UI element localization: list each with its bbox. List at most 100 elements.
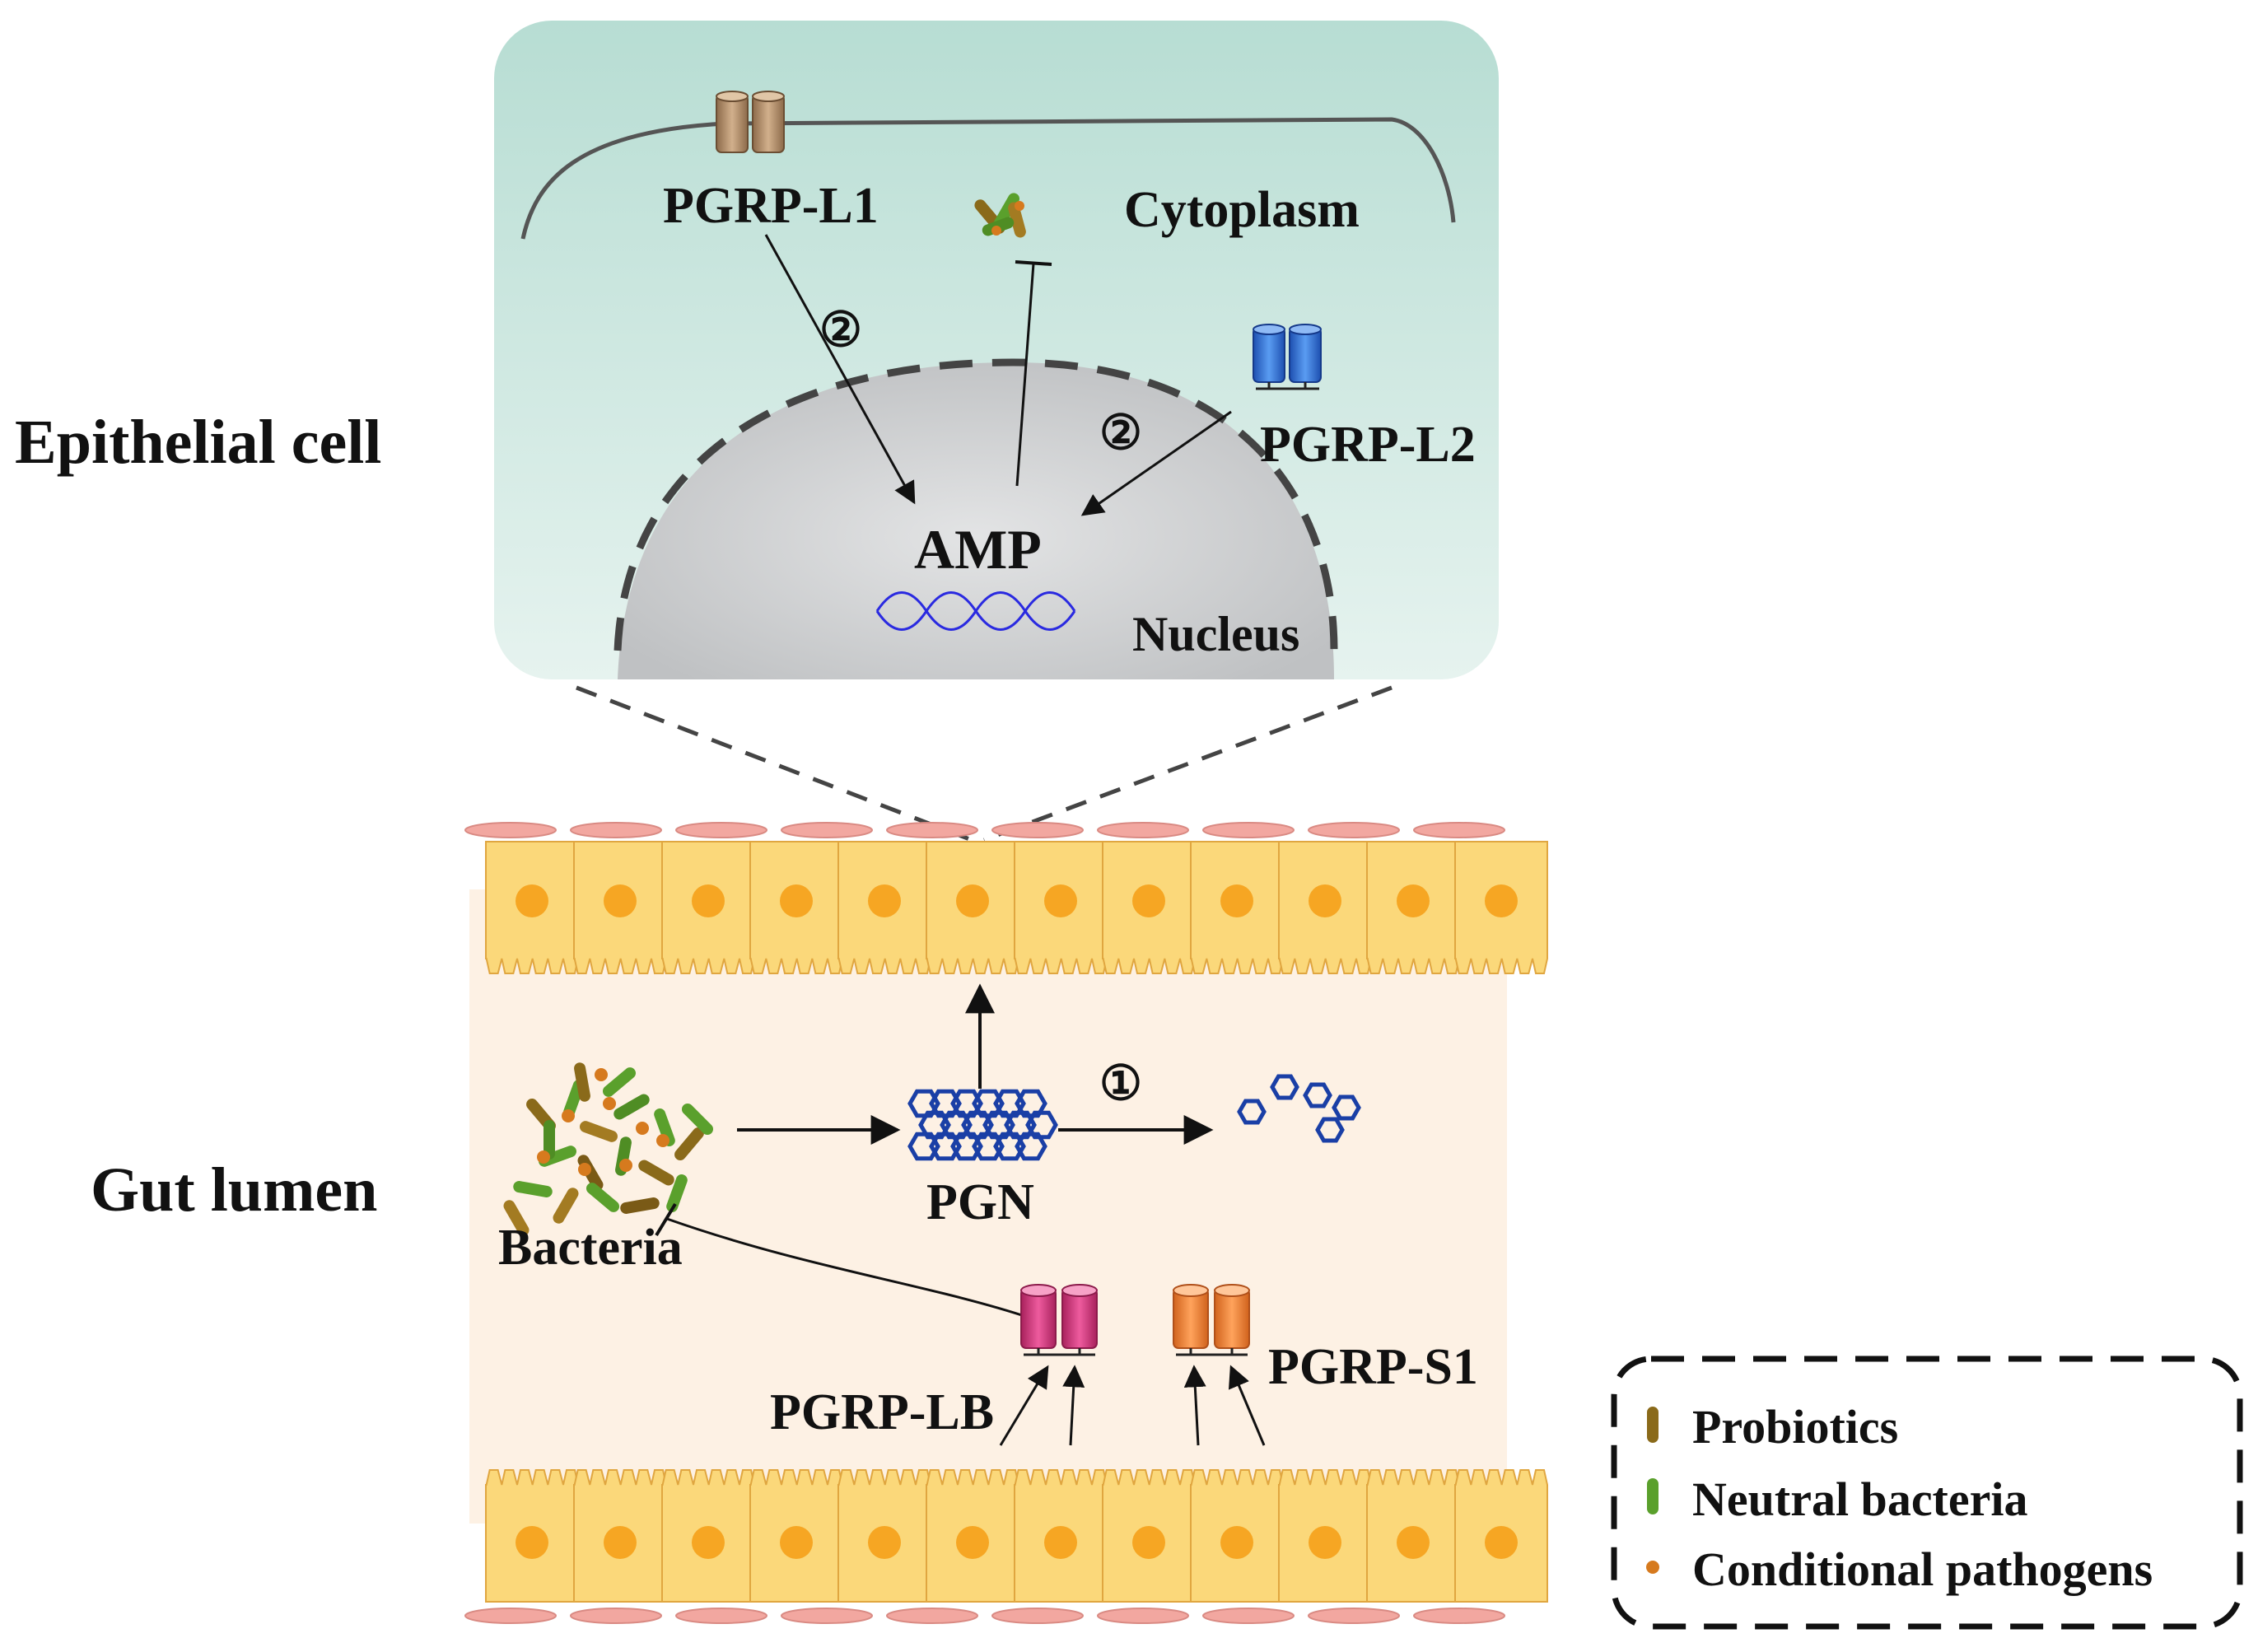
pgrp-lb-secretion-arrow-2 xyxy=(1062,1365,1085,1446)
probiotics-icon xyxy=(1647,1407,1659,1443)
cell-nucleus xyxy=(868,1526,901,1559)
cell-nucleus xyxy=(516,884,548,917)
cell-nucleus xyxy=(1485,1526,1518,1559)
cell-nucleus xyxy=(1485,884,1518,917)
basement-cell xyxy=(886,1608,978,1624)
pathogen xyxy=(537,1150,550,1164)
cell-nucleus xyxy=(956,1526,989,1559)
pgn-hexagon xyxy=(993,1132,1026,1161)
cell-nucleus xyxy=(868,884,901,917)
basement-cell xyxy=(570,822,662,838)
pgrp-lb-inhibition-line xyxy=(666,1217,1030,1319)
pgn-hexagon xyxy=(907,1089,940,1118)
pgn-hexagon xyxy=(929,1089,962,1118)
pgn-hexagon xyxy=(1025,1110,1058,1140)
basement-cell xyxy=(991,1608,1084,1624)
bacterium xyxy=(580,1121,618,1142)
nucleus-label: Nucleus xyxy=(1132,607,1299,661)
cell-nucleus xyxy=(1132,884,1165,917)
pgn-hexagon xyxy=(918,1110,951,1140)
bacterium xyxy=(620,1197,660,1214)
pathogen xyxy=(595,1068,608,1081)
pgn-fragment xyxy=(1270,1074,1299,1100)
bacterium xyxy=(666,1174,688,1212)
gut-lumen-label: Gut lumen xyxy=(91,1155,377,1225)
basement-cell xyxy=(781,1608,873,1624)
cell-nucleus xyxy=(604,884,637,917)
pathogen xyxy=(562,1109,575,1122)
bacteria-label: Bacteria xyxy=(498,1220,683,1276)
basement-cell xyxy=(1202,822,1295,838)
basement-cell xyxy=(1202,1608,1295,1624)
bottom-epithelial-layer xyxy=(485,1469,1548,1603)
bacterium xyxy=(613,1094,650,1120)
bacterium xyxy=(585,1183,620,1212)
pgrp-s1-secretion-arrow-2 xyxy=(1228,1365,1266,1446)
bacterium xyxy=(544,1120,555,1160)
cell-nucleus xyxy=(692,884,725,917)
basement-cell xyxy=(1097,1608,1189,1624)
zoom-line-left xyxy=(576,685,973,842)
pathogen xyxy=(619,1159,632,1172)
cell-nucleus xyxy=(604,1526,637,1559)
pgn-hexagon xyxy=(993,1089,1026,1118)
cytoplasm-bacteria-icon xyxy=(974,193,1026,238)
bacterium xyxy=(513,1181,553,1197)
pgn-fragment xyxy=(1315,1117,1345,1143)
pgrp-l2-label: PGRP-L2 xyxy=(1260,417,1476,473)
pgrp-lb-inhibition-bar xyxy=(655,1202,677,1237)
epithelial-cell-label: Epithelial cell xyxy=(15,408,381,477)
pathogen xyxy=(578,1163,591,1176)
pgn-hexagon xyxy=(972,1132,1005,1161)
dna-icon xyxy=(875,591,1076,631)
basement-cell xyxy=(464,822,557,838)
cell-nucleus xyxy=(1309,1526,1341,1559)
pgn-hexagon xyxy=(950,1132,983,1161)
legend: Probiotics Neutral bacteria Conditional … xyxy=(1611,1356,2243,1630)
bacterium xyxy=(602,1067,637,1097)
amp-inhibition-bar xyxy=(1015,260,1052,266)
bacterium xyxy=(574,1062,590,1102)
cell-nucleus xyxy=(1220,1526,1253,1559)
pgn-icon xyxy=(907,1089,1058,1161)
pgrp-l1-label: PGRP-L1 xyxy=(663,178,879,234)
cell-nucleus xyxy=(516,1526,548,1559)
bacterium xyxy=(553,1188,579,1224)
nuclear-envelope xyxy=(613,358,1338,651)
cell-nucleus xyxy=(692,1526,725,1559)
basement-cell xyxy=(1413,1608,1505,1624)
pathogen xyxy=(603,1097,616,1110)
cell-nucleus xyxy=(1397,1526,1430,1559)
pgrp-l1-receptor-icon xyxy=(716,91,785,153)
step1-label: ① xyxy=(1099,1057,1142,1110)
cell-nucleus xyxy=(1397,884,1430,917)
cell-nucleus xyxy=(1044,1526,1077,1559)
cell-nucleus xyxy=(1044,884,1077,917)
basement-cell xyxy=(464,1608,557,1624)
amp-label: AMP xyxy=(914,518,1042,581)
bacteria-cluster-icon xyxy=(503,1062,714,1236)
pgn-fragments-icon xyxy=(1237,1074,1361,1143)
pgrp-l1-to-amp-arrow xyxy=(764,234,916,505)
pgrp-lb-label: PGRP-LB xyxy=(770,1384,994,1440)
top-basement-cells xyxy=(464,822,1505,838)
pgrp-l2-to-amp-arrow xyxy=(1080,410,1232,516)
pgn-hexagon xyxy=(1015,1132,1047,1161)
cell-nucleus xyxy=(1220,884,1253,917)
pgn-fragment xyxy=(1332,1094,1361,1121)
pgn-hexagon xyxy=(961,1110,994,1140)
basement-cell xyxy=(675,1608,767,1624)
pgn-hexagon xyxy=(1004,1110,1037,1140)
pgrp-s1-receptor-icon xyxy=(1173,1284,1250,1356)
basement-cell xyxy=(781,822,873,838)
pgn-hexagon xyxy=(940,1110,973,1140)
basement-cell xyxy=(675,822,767,838)
basement-cell xyxy=(1097,822,1189,838)
cell-nucleus xyxy=(956,884,989,917)
legend-item-conditional-pathogens: Conditional pathogens xyxy=(1692,1542,2153,1596)
bacterium xyxy=(681,1103,714,1136)
nucleus-body xyxy=(618,362,1334,679)
bacterium xyxy=(654,1108,675,1146)
cell-membrane xyxy=(520,117,1456,240)
